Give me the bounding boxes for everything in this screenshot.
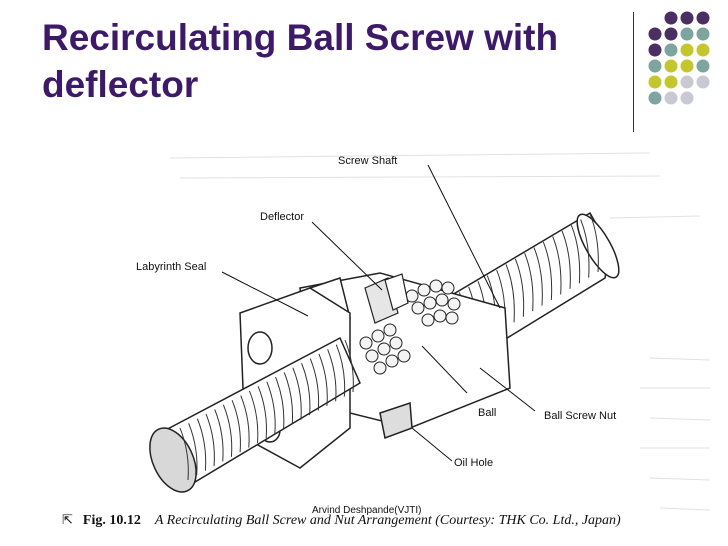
thread-line bbox=[266, 381, 276, 434]
thread-line bbox=[542, 241, 553, 301]
decorative-dot bbox=[696, 59, 710, 73]
thread-line bbox=[301, 362, 311, 416]
thread-line bbox=[589, 213, 599, 273]
ball bbox=[447, 297, 461, 311]
thread-line bbox=[552, 236, 562, 295]
decorative-dot-grid bbox=[648, 11, 710, 105]
decorative-dot bbox=[648, 27, 662, 41]
thread-line bbox=[179, 427, 189, 481]
thread-line bbox=[335, 344, 346, 397]
decorative-dot bbox=[648, 75, 662, 89]
ball-screw-diagram: Screw Shaft Deflector Labyrinth Seal Bal… bbox=[136, 152, 711, 511]
ball bbox=[429, 279, 443, 293]
ball bbox=[433, 309, 447, 323]
label-ball: Ball bbox=[478, 407, 496, 419]
thread-line bbox=[231, 400, 241, 453]
decorative-dot bbox=[680, 27, 694, 41]
ball bbox=[385, 354, 399, 368]
decorative-dot bbox=[648, 59, 662, 73]
decorative-dot bbox=[680, 59, 694, 73]
label-deflector: Deflector bbox=[260, 211, 304, 223]
title-divider bbox=[633, 12, 634, 132]
thread-line bbox=[561, 230, 571, 289]
decorative-dot bbox=[648, 91, 662, 105]
thread-line bbox=[505, 264, 515, 323]
label-oil-hole: Oil Hole bbox=[454, 457, 493, 469]
label-screw-shaft: Screw Shaft bbox=[338, 155, 397, 167]
decorative-dot bbox=[696, 75, 710, 89]
thread-line bbox=[240, 395, 250, 448]
decorative-dot bbox=[680, 91, 694, 105]
ball bbox=[377, 342, 391, 356]
ball bbox=[383, 323, 397, 337]
thread-line bbox=[292, 367, 302, 420]
ball bbox=[441, 281, 455, 295]
label-labyrinth-seal: Labyrinth Seal bbox=[136, 261, 206, 273]
thread-line bbox=[249, 390, 259, 443]
decorative-dot bbox=[648, 43, 662, 57]
label-ball-screw-nut: Ball Screw Nut bbox=[544, 410, 616, 422]
ball bbox=[423, 296, 437, 310]
thread-line bbox=[309, 358, 320, 411]
decorative-dot bbox=[664, 27, 678, 41]
ball bbox=[359, 336, 373, 350]
thread-line bbox=[318, 353, 328, 406]
ball bbox=[373, 361, 387, 375]
caption-text: A Recirculating Ball Screw and Nut Arran… bbox=[154, 513, 621, 528]
thread-line bbox=[283, 372, 294, 425]
thread-line bbox=[327, 349, 337, 402]
ball bbox=[421, 313, 435, 327]
figure-number: Fig. 10.12 bbox=[82, 513, 141, 528]
decorative-dot bbox=[680, 43, 694, 57]
author-credit: Arvind Deshpande(VJTI) bbox=[312, 505, 422, 516]
ball bbox=[411, 301, 425, 315]
decorative-dot bbox=[664, 43, 678, 57]
thread-line bbox=[222, 404, 233, 457]
decorative-dot bbox=[664, 91, 678, 105]
decorative-dot bbox=[664, 59, 678, 73]
ball bbox=[365, 349, 379, 363]
thread-line bbox=[188, 423, 198, 476]
ball bbox=[445, 311, 459, 325]
deflector-part bbox=[364, 273, 409, 324]
thread-line bbox=[533, 247, 543, 306]
thread-line bbox=[205, 413, 215, 467]
thread-line bbox=[570, 225, 581, 284]
slide-title: Recirculating Ball Screw with deflector bbox=[42, 17, 559, 105]
pointer-icon: ⇱ bbox=[62, 512, 73, 527]
screw-shaft-left bbox=[149, 336, 361, 493]
decorative-dot bbox=[696, 11, 710, 25]
thread-line bbox=[257, 386, 267, 439]
thread-line bbox=[514, 258, 525, 317]
ball bbox=[417, 283, 431, 297]
decorative-dot bbox=[680, 75, 694, 89]
decorative-dot bbox=[664, 75, 678, 89]
ball bbox=[435, 293, 449, 307]
thread-line bbox=[275, 376, 285, 430]
thread-line bbox=[524, 253, 534, 312]
ball bbox=[397, 349, 411, 363]
thread-line bbox=[196, 418, 207, 471]
ball bbox=[389, 336, 403, 350]
decorative-dot bbox=[664, 11, 678, 25]
thread-line bbox=[580, 219, 590, 278]
ball bbox=[371, 329, 385, 343]
decorative-dot bbox=[696, 43, 710, 57]
figure-caption: ⇱ Fig. 10.12 A Recirculating Ball Screw an… bbox=[62, 512, 621, 529]
decorative-dot bbox=[696, 27, 710, 41]
thread-line bbox=[214, 409, 224, 462]
decorative-dot bbox=[680, 11, 694, 25]
thread-line bbox=[344, 339, 354, 393]
